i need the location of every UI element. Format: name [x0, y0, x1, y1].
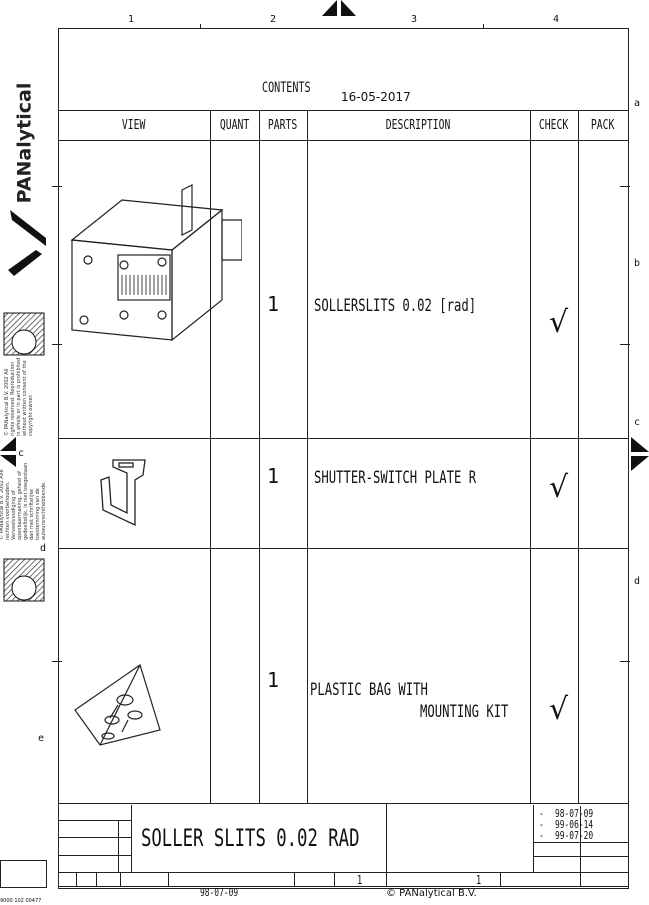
revision-mark: - [539, 818, 544, 831]
sheet-number: 1 [357, 873, 363, 887]
column-marker: 1 [128, 14, 135, 25]
column-header-pack: PACK [591, 118, 615, 133]
column-header-quant: QUANT [219, 118, 250, 133]
hatched-stamp-icon [3, 312, 45, 356]
sheet-count: 1 [476, 873, 482, 887]
column-marker: 4 [553, 14, 560, 25]
revision-date: 98-07-09 [555, 807, 594, 820]
revision-date: 99-07-20 [555, 829, 594, 842]
right-center-marker-icon [631, 437, 649, 471]
column-marker: 2 [270, 14, 277, 25]
document-code: 9000 102 00477 [0, 898, 42, 904]
copyright-note-upper: © PANalytical B.V. 2002 All rights reser… [4, 357, 34, 436]
part-description: SHUTTER-SWITCH PLATE R [314, 468, 477, 488]
parts-count: 1 [267, 292, 280, 316]
check-mark: √ [549, 305, 569, 340]
row-marker: b [634, 258, 641, 269]
drawing-title: SOLLER SLITS 0.02 RAD [141, 824, 360, 852]
revision-date: 99-06-14 [555, 818, 594, 831]
contents-label: CONTENTS [262, 80, 311, 96]
shutter-switch-plate-drawing [100, 459, 146, 527]
margin-box [0, 860, 47, 888]
row-marker: c [634, 417, 641, 428]
left-center-marker-icon [0, 437, 16, 467]
part-description-line-1: PLASTIC BAG WITH [310, 680, 428, 700]
column-header-description: DESCRIPTION [386, 118, 451, 133]
row-marker: a [634, 98, 641, 109]
row-marker: d [40, 543, 47, 554]
column-header-parts: PARTS [268, 118, 298, 133]
row-marker: c [18, 448, 25, 459]
check-mark: √ [549, 470, 569, 505]
revision-mark: - [539, 829, 544, 842]
center-marker-icon [322, 0, 356, 16]
copyright-text: © PANalytical B.V. [386, 888, 477, 899]
drawing-date: 98-07-09 [200, 886, 239, 899]
column-marker: 3 [411, 14, 418, 25]
part-description-line-2: MOUNTING KIT [420, 702, 509, 722]
revision-mark: - [539, 807, 544, 820]
row-marker: e [38, 733, 45, 744]
parts-count: 1 [267, 464, 280, 488]
row-marker: d [634, 576, 641, 587]
part-description: SOLLERSLITS 0.02 [rad] [314, 296, 477, 316]
soller-slits-drawing [70, 184, 242, 342]
copyright-note-lower: © PANalytical B.V. 2002 Alle rechten voo… [0, 462, 47, 540]
drawing-frame [58, 28, 629, 889]
plastic-bag-drawing [74, 664, 161, 746]
check-mark: √ [549, 692, 569, 727]
document-date: 16-05-2017 [341, 90, 411, 104]
brand-logo-icon [8, 210, 46, 276]
brand-logo-text: PANalytical [13, 82, 36, 204]
column-header-view: VIEW [122, 118, 146, 133]
column-header-check: CHECK [539, 118, 569, 133]
hatched-stamp-icon [3, 558, 45, 602]
parts-count: 1 [267, 668, 280, 692]
